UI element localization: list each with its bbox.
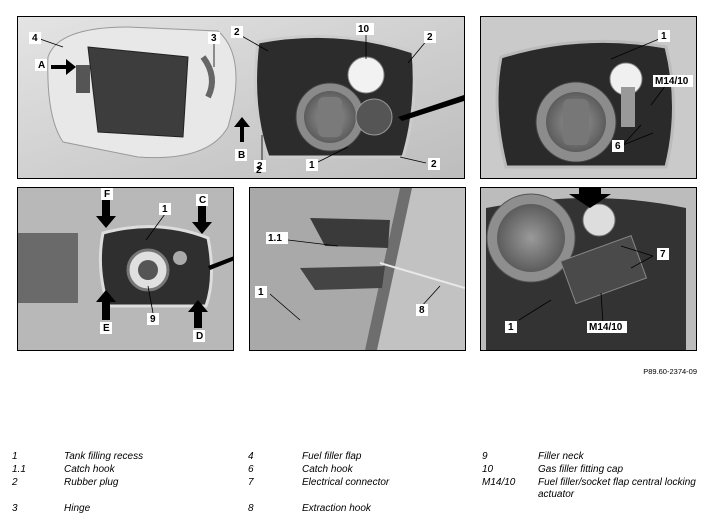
- photo-panel-overview: 4 A 3 2 2 10 2 B 2 1 2: [17, 16, 465, 179]
- photo-reference-code: P89.60-2374-09: [643, 367, 697, 376]
- catch-hook-illustration: 1.1 1 8: [250, 188, 465, 350]
- label-2-right: 2: [427, 32, 433, 43]
- legend-text-2: Rubber plug: [64, 477, 119, 488]
- label-m14-10: M14/10: [589, 322, 623, 333]
- legend-text-4: Fuel filler flap: [302, 451, 362, 462]
- legend-num-2: 2: [12, 477, 18, 488]
- label-3: 3: [211, 33, 217, 44]
- label-1: 1: [508, 322, 514, 333]
- arrow-a-icon: [51, 59, 76, 75]
- legend-num-1: 1: [12, 451, 18, 462]
- photo-panel-filler-neck: F 1 C 9 E D: [17, 187, 234, 351]
- label-8: 8: [419, 305, 425, 316]
- legend-num-3: 3: [12, 503, 18, 514]
- label-2-br: 2: [431, 159, 437, 170]
- recess-detail-illustration: 1 M14/10 6: [481, 17, 696, 178]
- label-9: 9: [150, 314, 156, 325]
- label-2-top: 2: [234, 27, 240, 38]
- label-e: E: [103, 323, 110, 334]
- legend-text-1: Tank filling recess: [64, 451, 144, 462]
- legend-text-m14-10: Fuel filler/socket flap central locking …: [538, 477, 696, 500]
- label-4: 4: [32, 33, 38, 44]
- legend-text-9: Filler neck: [538, 451, 584, 462]
- label-1: 1: [661, 31, 667, 42]
- legend-num-7: 7: [248, 477, 254, 488]
- connector-illustration: 7 1 M14/10: [481, 188, 696, 350]
- arrow-f-icon: [96, 198, 116, 228]
- arrow-e-icon: [96, 290, 116, 320]
- label-f: F: [104, 189, 110, 200]
- photo-panel-catch-hook: 1.1 1 8: [249, 187, 466, 351]
- overview-illustration: 4 A 3 2 2 10 2 B 2 1 2: [18, 17, 464, 178]
- label-2-bottom: 2: [257, 161, 263, 172]
- photo-panel-connector: 7 1 M14/10: [480, 187, 697, 351]
- legend-text-8: Extraction hook: [302, 503, 371, 514]
- legend-num-10: 10: [482, 464, 494, 475]
- arrow-b-icon: [234, 117, 250, 142]
- legend-text-1-1: Catch hook: [64, 464, 115, 475]
- legend-num-9: 9: [482, 451, 488, 462]
- label-6: 6: [615, 141, 621, 152]
- legend-text-7: Electrical connector: [302, 477, 390, 488]
- arrow-down-icon: [569, 188, 611, 208]
- label-d: D: [196, 331, 203, 342]
- legend-num-1-1: 1.1: [12, 464, 26, 475]
- label-a: A: [38, 60, 45, 71]
- legend-num-4: 4: [248, 451, 254, 462]
- legend-num-m14-10: M14/10: [482, 477, 516, 488]
- legend-text-6: Catch hook: [302, 464, 353, 475]
- arrow-d-icon: [188, 300, 208, 328]
- label-10: 10: [358, 24, 370, 35]
- label-b: B: [238, 150, 245, 161]
- label-1: 1: [258, 287, 264, 298]
- label-m14-10: M14/10: [655, 76, 689, 87]
- label-c: C: [199, 195, 206, 206]
- legend-text-3: Hinge: [64, 503, 91, 514]
- legend-text-10: Gas filler fitting cap: [538, 464, 624, 475]
- label-2-b: 2: [256, 165, 262, 176]
- label-7: 7: [660, 249, 666, 260]
- label-1: 1: [162, 204, 168, 215]
- label-1: 1: [309, 160, 315, 171]
- photo-panel-recess-detail: 1 M14/10 6: [480, 16, 697, 179]
- arrow-c-icon: [192, 206, 212, 234]
- legend-num-8: 8: [248, 503, 254, 514]
- legend-num-6: 6: [248, 464, 254, 475]
- label-1-1: 1.1: [268, 233, 282, 244]
- filler-neck-illustration: F 1 C 9 E D: [18, 188, 233, 350]
